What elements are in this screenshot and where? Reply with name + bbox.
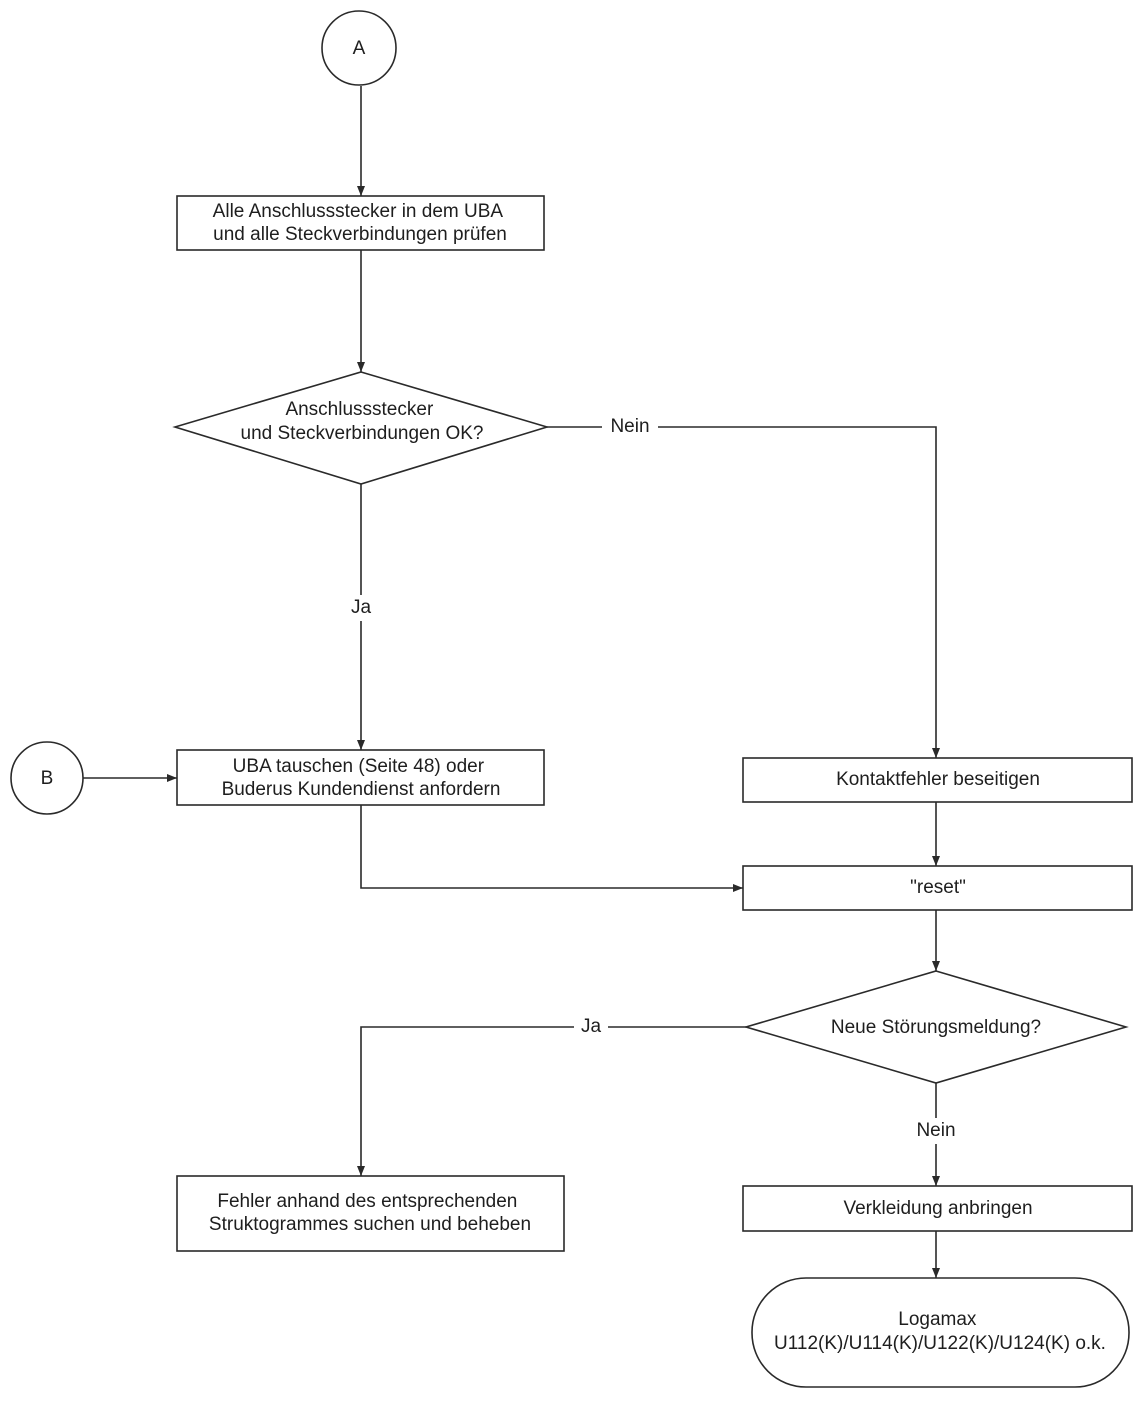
decision-connectors-ok-line-1: Anschlussstecker bbox=[285, 399, 434, 420]
edges bbox=[83, 86, 940, 1278]
step-find-fault-line-2: Struktogrammes suchen und beheben bbox=[209, 1214, 531, 1235]
svg-text:Alle Anschlussstecker in dem U: Alle Anschlussstecker in dem UBA und all… bbox=[213, 201, 508, 245]
step-fix-contact-fault-label: Kontaktfehler beseitigen bbox=[836, 769, 1040, 790]
step-replace-uba-line-2: Buderus Kundendienst anfordern bbox=[222, 779, 501, 800]
edge-labels: Nein Ja Ja Nein bbox=[346, 414, 967, 1144]
edge-label-q1-yes: Ja bbox=[351, 597, 372, 618]
edge-replace-to-reset bbox=[360, 805, 743, 892]
terminal-ok-line-2: U112(K)/U114(K)/U122(K)/U124(K) o.k. bbox=[774, 1333, 1106, 1354]
step-attach-casing: Verkleidung anbringen bbox=[742, 1185, 1133, 1232]
step-reset-label: "reset" bbox=[910, 877, 966, 898]
step-replace-uba: UBA tauschen (Seite 48) oder Buderus Kun… bbox=[176, 749, 545, 806]
svg-text:Fehler anhand des entsprechend: Fehler anhand des entsprechenden Strukto… bbox=[209, 1191, 531, 1235]
edge-label-q2-no: Nein bbox=[916, 1120, 955, 1141]
connector-b: B bbox=[10, 741, 84, 815]
step-attach-casing-label: Verkleidung anbringen bbox=[843, 1198, 1032, 1219]
terminal-ok-line-1: Logamax bbox=[898, 1309, 977, 1330]
svg-text:Logamax U112(K)/U114(K)/: Logamax U112(K)/U114(K)/U122(K)/U124(K) … bbox=[774, 1309, 1106, 1354]
step-reset: "reset" bbox=[742, 865, 1133, 911]
decision-new-fault: Neue Störungsmeldung? bbox=[743, 970, 1129, 1084]
edge-question2-yes bbox=[357, 1026, 746, 1176]
svg-text:UBA tauschen (Seite 48) oder: UBA tauschen (Seite 48) oder Buderus Kun… bbox=[222, 756, 501, 800]
step-find-fault-line-1: Fehler anhand des entsprechenden bbox=[217, 1191, 517, 1212]
step-find-fault: Fehler anhand des entsprechenden Strukto… bbox=[176, 1175, 565, 1252]
edge-label-q2-yes: Ja bbox=[581, 1016, 602, 1037]
connector-a-label: A bbox=[353, 38, 366, 59]
connector-b-label: B bbox=[41, 768, 54, 789]
step-check-connectors-line-1: Alle Anschlussstecker in dem UBA bbox=[213, 201, 504, 222]
connector-a: A bbox=[321, 10, 397, 86]
decision-new-fault-label: Neue Störungsmeldung? bbox=[831, 1017, 1041, 1038]
step-check-connectors: Alle Anschlussstecker in dem UBA und all… bbox=[176, 195, 545, 251]
step-replace-uba-line-1: UBA tauschen (Seite 48) oder bbox=[233, 756, 485, 777]
terminal-ok: Logamax U112(K)/U114(K)/U122(K)/U124(K) … bbox=[751, 1277, 1130, 1388]
decision-connectors-ok-line-2: und Steckverbindungen OK? bbox=[241, 423, 484, 444]
step-check-connectors-line-2: und alle Steckverbindungen prüfen bbox=[213, 224, 507, 245]
step-fix-contact-fault: Kontaktfehler beseitigen bbox=[742, 757, 1133, 803]
decision-connectors-ok: Anschlussstecker und Steckverbindungen O… bbox=[172, 371, 550, 485]
svg-text:Anschlussstecker und Ste: Anschlussstecker und Steckverbindungen O… bbox=[241, 399, 484, 444]
edge-question-no bbox=[547, 426, 940, 758]
edge-label-q1-no: Nein bbox=[610, 416, 649, 437]
